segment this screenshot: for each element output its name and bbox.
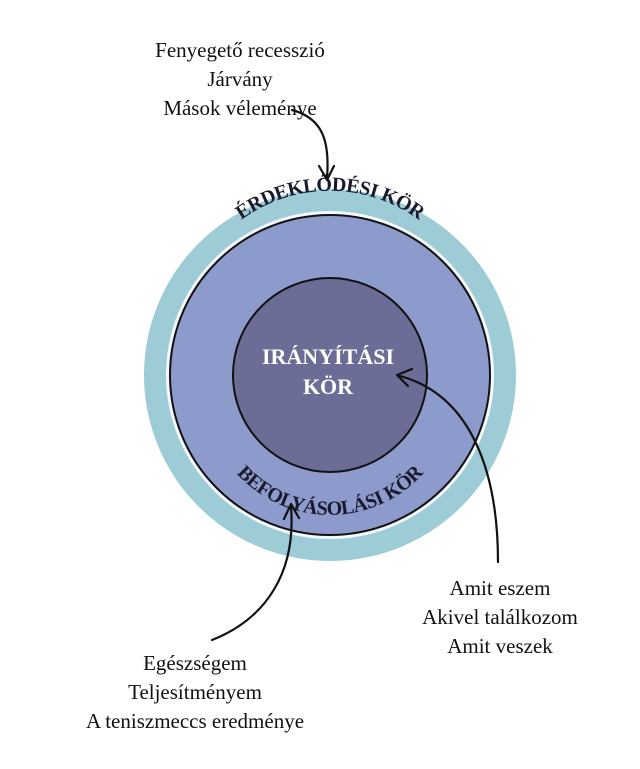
core-label-line2: KÖR [303, 374, 354, 399]
note-top-line-2: Járvány [207, 67, 273, 91]
right-arrowhead [395, 367, 414, 388]
note-top-line-3: Mások véleménye [163, 96, 317, 120]
note-right: Amit eszem Akivel találkozom Amit veszek [395, 574, 605, 661]
note-right-line-3: Amit veszek [447, 634, 553, 658]
note-right-line-2: Akivel találkozom [422, 605, 578, 629]
right-arrow [398, 374, 500, 564]
top-arrowhead [317, 164, 336, 182]
note-bottom-line-1: Egészségem [143, 651, 247, 675]
bottom-arrow [210, 505, 293, 642]
note-bottom-line-2: Teljesítményem [128, 680, 262, 704]
note-bottom-line-3: A teniszmeccs eredménye [85, 709, 305, 733]
top-arrow [290, 108, 329, 180]
note-top-line-1: Fenyegető recesszió [155, 38, 325, 62]
note-bottom: Egészségem Teljesítményem A teniszmeccs … [40, 649, 350, 736]
note-right-line-1: Amit eszem [449, 576, 551, 600]
core-label-line1: IRÁNYÍTÁSI [262, 344, 394, 369]
middle-ring-outline [169, 214, 491, 536]
bottom-arrowhead [282, 502, 301, 521]
core-outline [232, 277, 428, 473]
core-circle [233, 278, 427, 472]
note-top: Fenyegető recesszió Járvány Mások vélemé… [120, 36, 360, 123]
